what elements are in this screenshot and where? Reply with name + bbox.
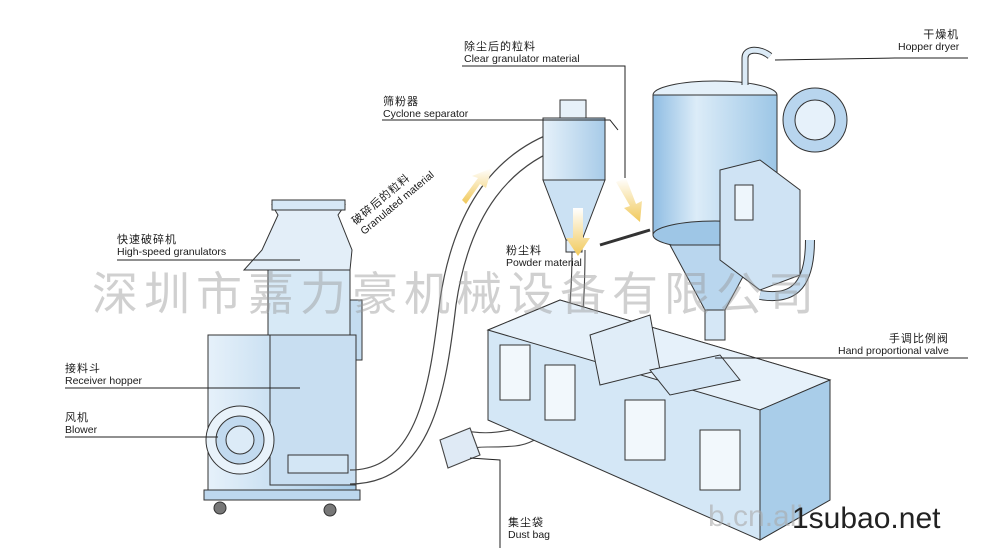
label-hopper-dryer-zh: 干燥机: [923, 28, 960, 41]
label-blower: 风机 Blower: [65, 411, 97, 437]
arrow-clear: [616, 178, 642, 222]
label-dust-bag: 集尘袋 Dust bag: [508, 516, 550, 542]
watermark-company: 深圳市嘉力豪机械设备有限公司: [92, 267, 820, 321]
label-granulators-en: High-speed granulators: [117, 246, 227, 258]
label-clear-granulator-en: Clear granulator material: [464, 53, 580, 65]
label-clear-granulator-zh: 除尘后的粒料: [464, 40, 536, 53]
label-receiver-en: Receiver hopper: [65, 375, 143, 387]
label-powder-en: Powder material: [506, 257, 582, 269]
label-granulators: 快速破碎机 High-speed granulators: [117, 233, 226, 259]
label-valve-en: Hand proportional valve: [838, 345, 949, 357]
extruder-base: [486, 299, 832, 541]
leader-cyclone: [382, 119, 619, 131]
leader-hopper-dryer: [774, 57, 968, 61]
label-receiver-zh: 接料斗: [65, 362, 101, 375]
label-cyclone: 筛粉器 Cyclone separator: [383, 95, 468, 121]
watermark-site-prefix: b.cn.ali: [708, 500, 804, 533]
label-cyclone-en: Cyclone separator: [383, 108, 469, 120]
granulator-machine: [203, 199, 363, 517]
leader-dust-bag: [469, 457, 501, 548]
label-receiver: 接料斗 Receiver hopper: [65, 362, 142, 388]
label-blower-zh: 风机: [65, 411, 89, 424]
label-hopper-dryer-en: Hopper dryer: [898, 41, 960, 53]
arrow-powder: [566, 208, 590, 256]
conveying-pipe: [349, 129, 566, 485]
label-cyclone-zh: 筛粉器: [383, 95, 419, 108]
label-granulators-zh: 快速破碎机: [117, 233, 177, 246]
label-blower-en: Blower: [65, 424, 98, 436]
label-valve: 手调比例阀 Hand proportional valve: [838, 332, 949, 358]
flow-arrows: [462, 168, 642, 256]
leader-lines: [65, 57, 968, 548]
label-powder: 粉尘料 Powder material: [506, 244, 582, 270]
label-dust-bag-en: Dust bag: [508, 529, 551, 541]
label-dust-bag-zh: 集尘袋: [508, 516, 544, 529]
arrow-granulated: [462, 168, 492, 204]
leader-clear: [462, 65, 626, 178]
label-powder-zh: 粉尘料: [506, 244, 542, 257]
label-valve-zh: 手调比例阀: [888, 332, 949, 345]
label-hopper-dryer: 干燥机 Hopper dryer: [898, 28, 959, 54]
label-clear-granulator: 除尘后的粒料 Clear granulator material: [464, 40, 580, 66]
watermark-site-main: 1subao.net: [792, 502, 941, 535]
hopper-dryer: [599, 46, 848, 341]
